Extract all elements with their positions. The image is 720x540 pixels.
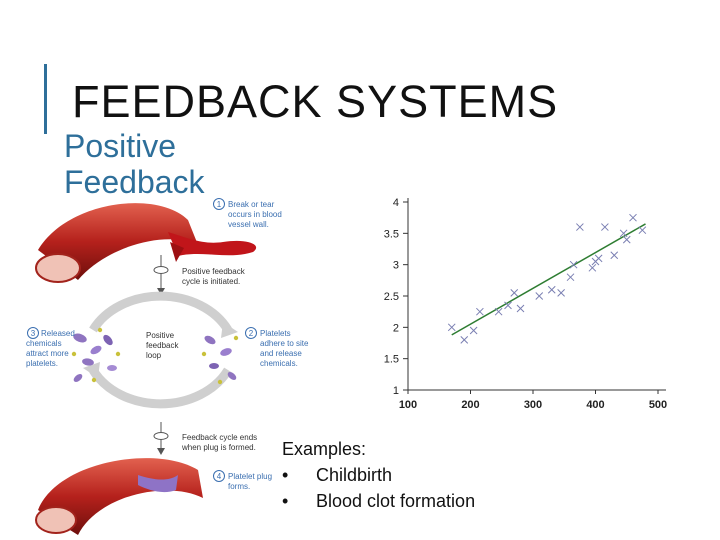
slide-title: FEEDBACK SYSTEMS (72, 76, 559, 127)
scatter-point (460, 336, 469, 344)
step-1-line-3: vessel wall. (228, 220, 269, 229)
examples-heading: Examples: (282, 439, 367, 459)
scatter-point (566, 273, 575, 282)
y-tick-label: 1.5 (384, 354, 399, 366)
scatter-point (629, 213, 637, 222)
step-4: 4 Platelet plug forms. (213, 470, 272, 491)
step-1-line-1: Break or tear (228, 200, 275, 209)
initiated-line-1: Positive feedback (182, 267, 246, 276)
step-4-line-1: Platelet plug (228, 472, 272, 481)
scatter-point (601, 223, 609, 231)
step-3-line-3: attract more (26, 349, 69, 358)
loop-line-3: loop (146, 351, 162, 360)
step-3-number: 3 (31, 329, 36, 338)
x-tick-label: 400 (586, 399, 604, 411)
step-2-line-2: adhere to site (260, 339, 309, 348)
y-tick-label: 1 (393, 385, 399, 397)
chart-axes (407, 198, 666, 391)
step-1-line-2: occurs in blood (228, 210, 282, 219)
arrow-down-icon (157, 288, 165, 295)
scatter-point (476, 307, 484, 316)
step-4-line-2: forms. (228, 482, 250, 491)
initiated-line-2: cycle is initiated. (182, 277, 240, 286)
scatter-point (535, 292, 544, 300)
scatter-point (588, 263, 597, 272)
step-2-line-3: and release (260, 349, 302, 358)
y-tick-label: 2 (393, 322, 399, 334)
chart-points (447, 213, 647, 344)
platelet-cluster-left (71, 327, 121, 383)
x-tick-label: 500 (649, 399, 667, 411)
step-2-line-1: Platelets (260, 329, 291, 338)
y-tick-label: 4 (393, 197, 399, 209)
step-4-number: 4 (217, 472, 222, 481)
feedback-loop-ring (83, 291, 238, 409)
step-3-line-1: Released (41, 329, 75, 338)
scatter-point (447, 323, 456, 332)
scatter-point (610, 251, 619, 260)
y-tick-label: 3.5 (384, 228, 399, 240)
x-tick-label: 200 (461, 399, 479, 411)
ends-line-2: when plug is formed. (181, 443, 256, 452)
scatter-point (622, 235, 631, 244)
positive-feedback-diagram: 1 Break or tear occurs in blood vessel w… (26, 198, 309, 535)
scatter-chart: 1 1.5 2 2.5 3 3.5 4 100 200 300 400 500 (384, 197, 667, 411)
scatter-point (594, 254, 603, 263)
slide-subtitle: Positive Feedback (64, 128, 205, 200)
scatter-point (619, 229, 628, 238)
torn-blood-vessel (35, 203, 257, 283)
step-3: 3 Released chemicals attract more platel… (26, 327, 75, 368)
scatter-point (557, 289, 565, 297)
y-tick-label: 3 (393, 260, 399, 272)
examples-item: • Blood clot formation (282, 488, 475, 514)
y-tick-label: 2.5 (384, 291, 399, 303)
scatter-point (504, 301, 512, 310)
example-childbirth: Childbirth (316, 465, 393, 485)
step-3-line-4: platelets. (26, 359, 58, 368)
scatter-point (469, 326, 478, 335)
x-tick-label: 100 (399, 399, 417, 411)
plugged-blood-vessel (35, 458, 203, 535)
step-1-number: 1 (217, 200, 222, 209)
scatter-point (547, 285, 556, 294)
arrow-down-bottom-icon (157, 448, 165, 455)
chart-trendline (451, 223, 646, 336)
scatter-point (510, 289, 519, 297)
step-3-line-2: chemicals (26, 339, 62, 348)
step-2: 2 Platelets adhere to site and release c… (245, 327, 309, 368)
ends-line-1: Feedback cycle ends (182, 433, 257, 442)
scatter-point (638, 226, 647, 235)
bullet-icon: • (282, 491, 289, 511)
connector-ring-icon (153, 266, 169, 274)
loop-line-2: feedback (146, 341, 179, 350)
x-tick-label: 300 (524, 399, 542, 411)
examples-block: Examples: • Childbirth • Blood clot form… (282, 436, 475, 514)
chart-ticks: 1 1.5 2 2.5 3 3.5 4 100 200 300 400 500 (384, 197, 667, 411)
title-accent-bar (44, 64, 47, 134)
scatter-point (569, 260, 578, 269)
loop-line-1: Positive (146, 331, 175, 340)
examples-item: • Childbirth (282, 462, 475, 488)
platelet-cluster-right (201, 335, 239, 385)
scatter-point (516, 304, 525, 313)
step-2-number: 2 (249, 329, 254, 338)
step-1: 1 Break or tear occurs in blood vessel w… (213, 198, 282, 229)
step-2-line-4: chemicals. (260, 359, 298, 368)
scatter-point (494, 307, 503, 316)
scatter-point (576, 223, 584, 231)
bullet-icon: • (282, 465, 289, 485)
connector-ring-bottom-icon (153, 432, 169, 440)
example-blood-clot: Blood clot formation (316, 491, 476, 511)
examples-list: • Childbirth • Blood clot formation (282, 462, 475, 514)
